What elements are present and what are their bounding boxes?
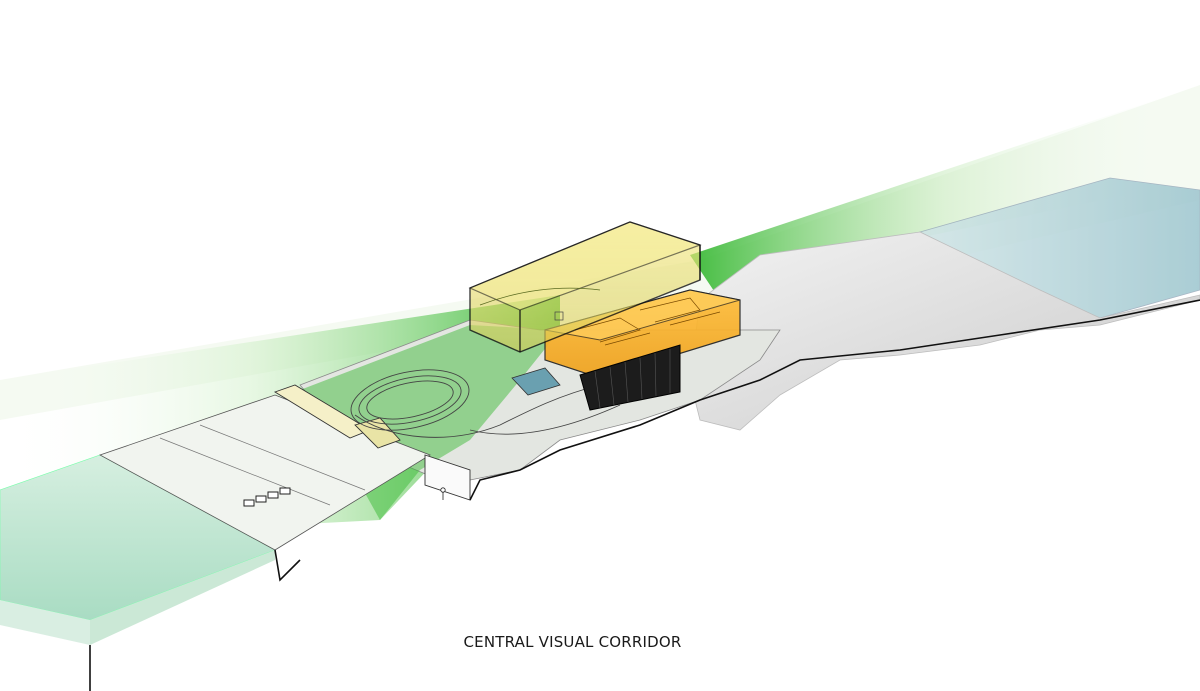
lower-building-volume [511,289,741,411]
person-figure [440,487,446,500]
water-block-left-front [90,550,275,645]
upper-building-volume [468,221,702,353]
site-outline [89,299,1200,691]
water-block-left-side [0,600,90,645]
deck-planters [243,487,291,507]
terrain-right [689,231,1200,431]
retaining-wall-2 [354,417,401,449]
amphitheater [350,369,621,438]
visual-corridor-right [690,85,1200,300]
diagram-caption: CENTRAL VISUAL CORRIDOR [463,633,682,651]
